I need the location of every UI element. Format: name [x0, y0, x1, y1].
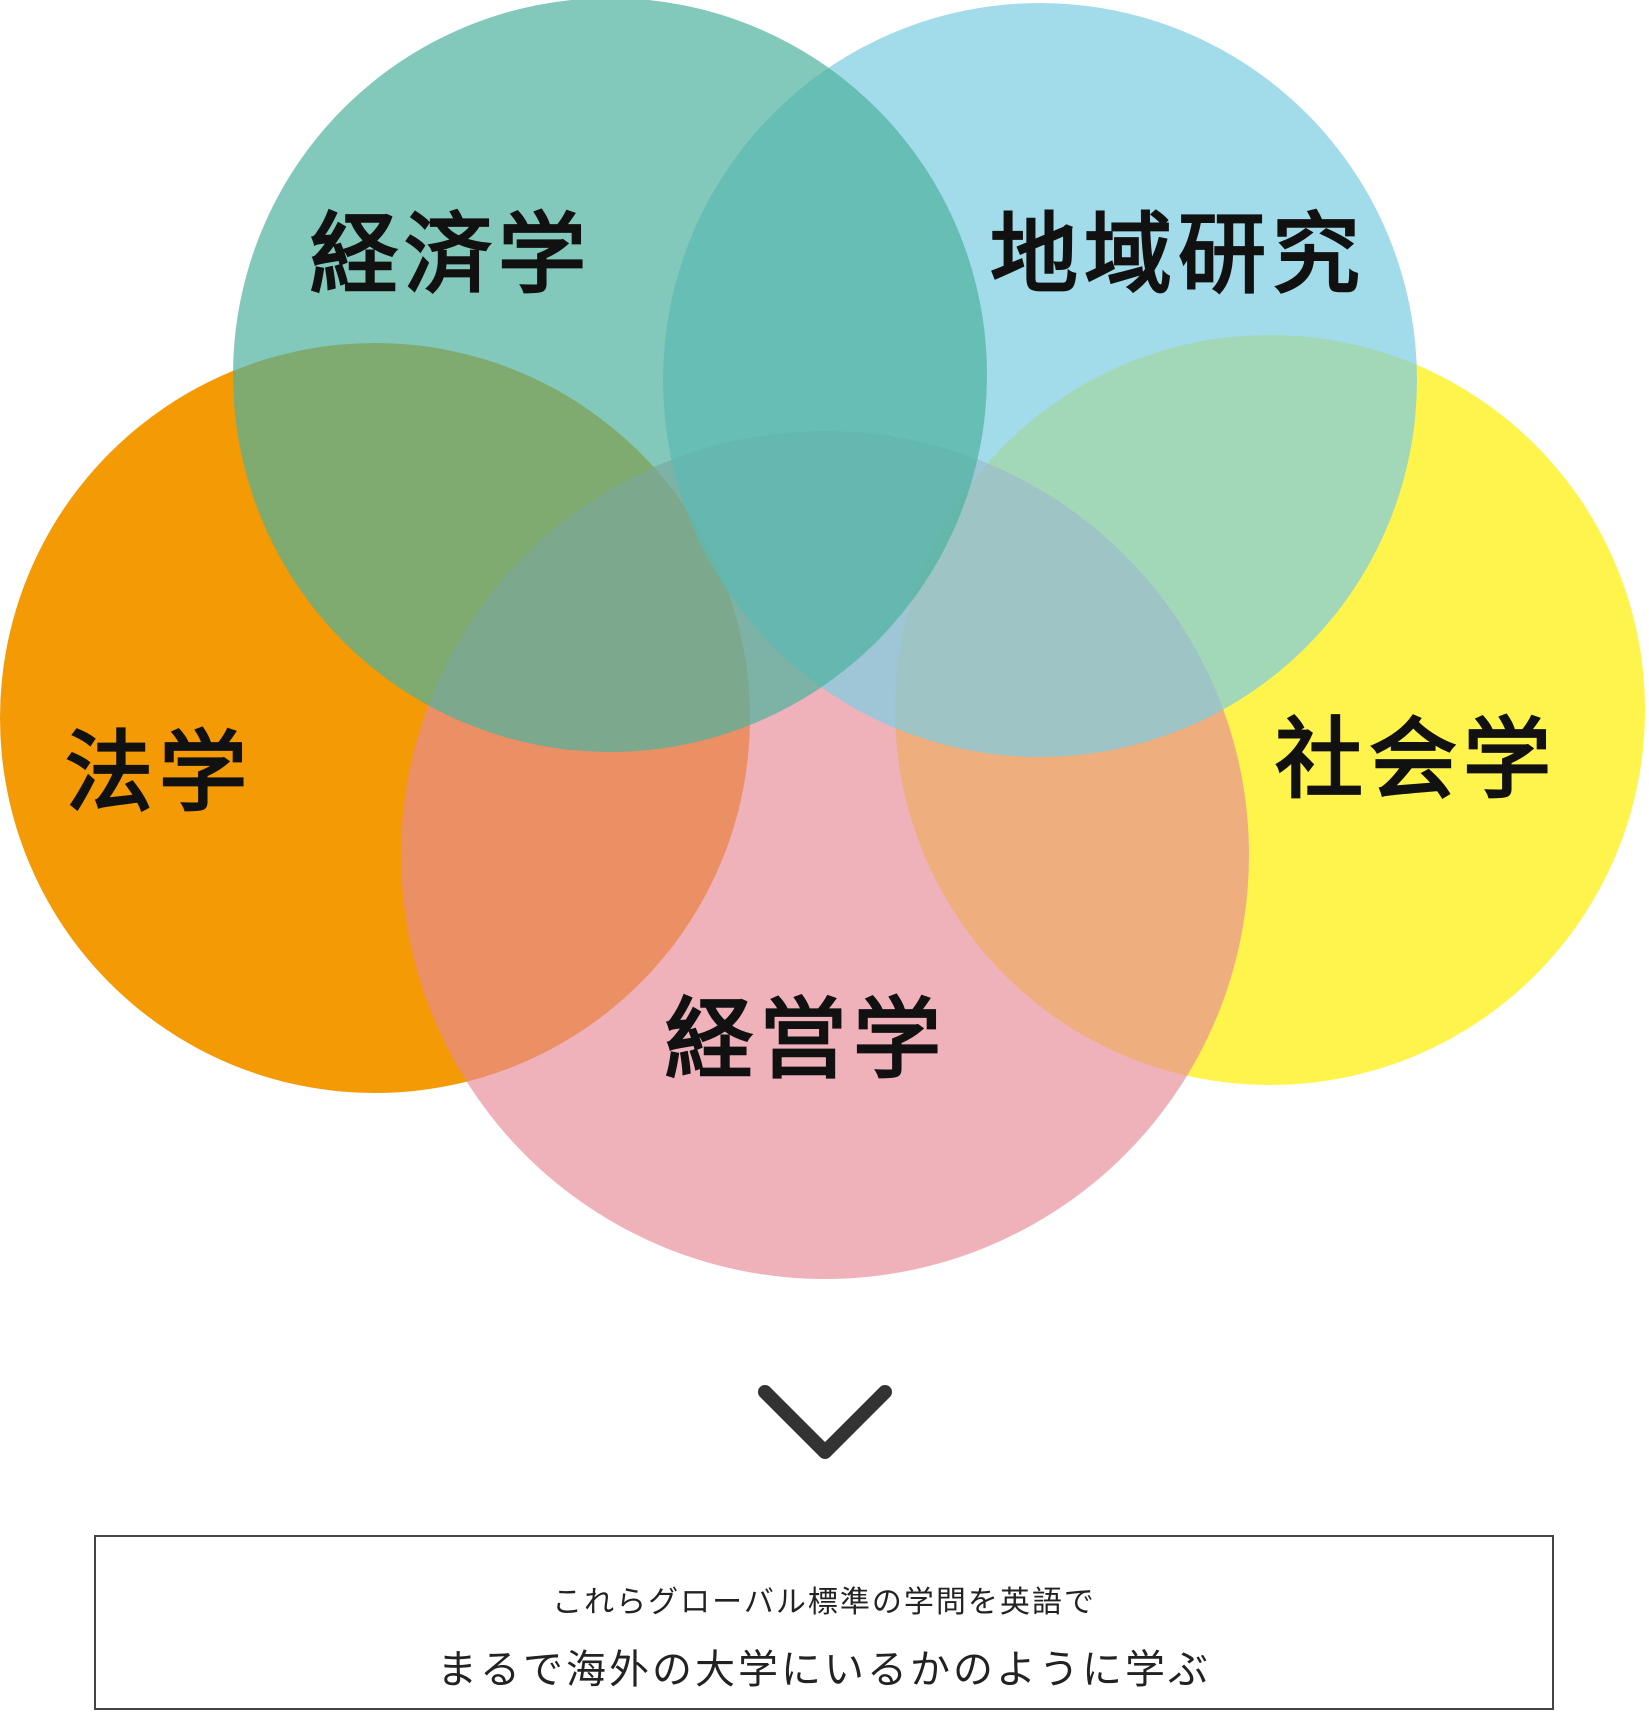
label-regional-studies: 地域研究	[990, 203, 1366, 306]
info-box: これらグローバル標準の学問を英語で まるで海外の大学にいるかのように学ぶ	[94, 1535, 1554, 1710]
venn-diagram: 経済学 地域研究 法学 社会学 経営学	[0, 0, 1645, 1279]
labels-group: 経済学 地域研究 法学 社会学 経営学	[65, 203, 1557, 1091]
chevron-down-icon	[758, 1385, 892, 1459]
circles-group	[0, 0, 1645, 1279]
info-subtitle: これらグローバル標準の学問を英語で	[552, 1585, 1096, 1620]
label-management: 経営学	[665, 988, 947, 1091]
circle-economics	[233, 0, 987, 752]
label-sociology: 社会学	[1275, 708, 1557, 811]
info-title: まるで海外の大学にいるかのように学ぶ	[437, 1647, 1211, 1693]
label-law: 法学	[65, 721, 253, 824]
label-economics: 経済学	[310, 203, 592, 306]
